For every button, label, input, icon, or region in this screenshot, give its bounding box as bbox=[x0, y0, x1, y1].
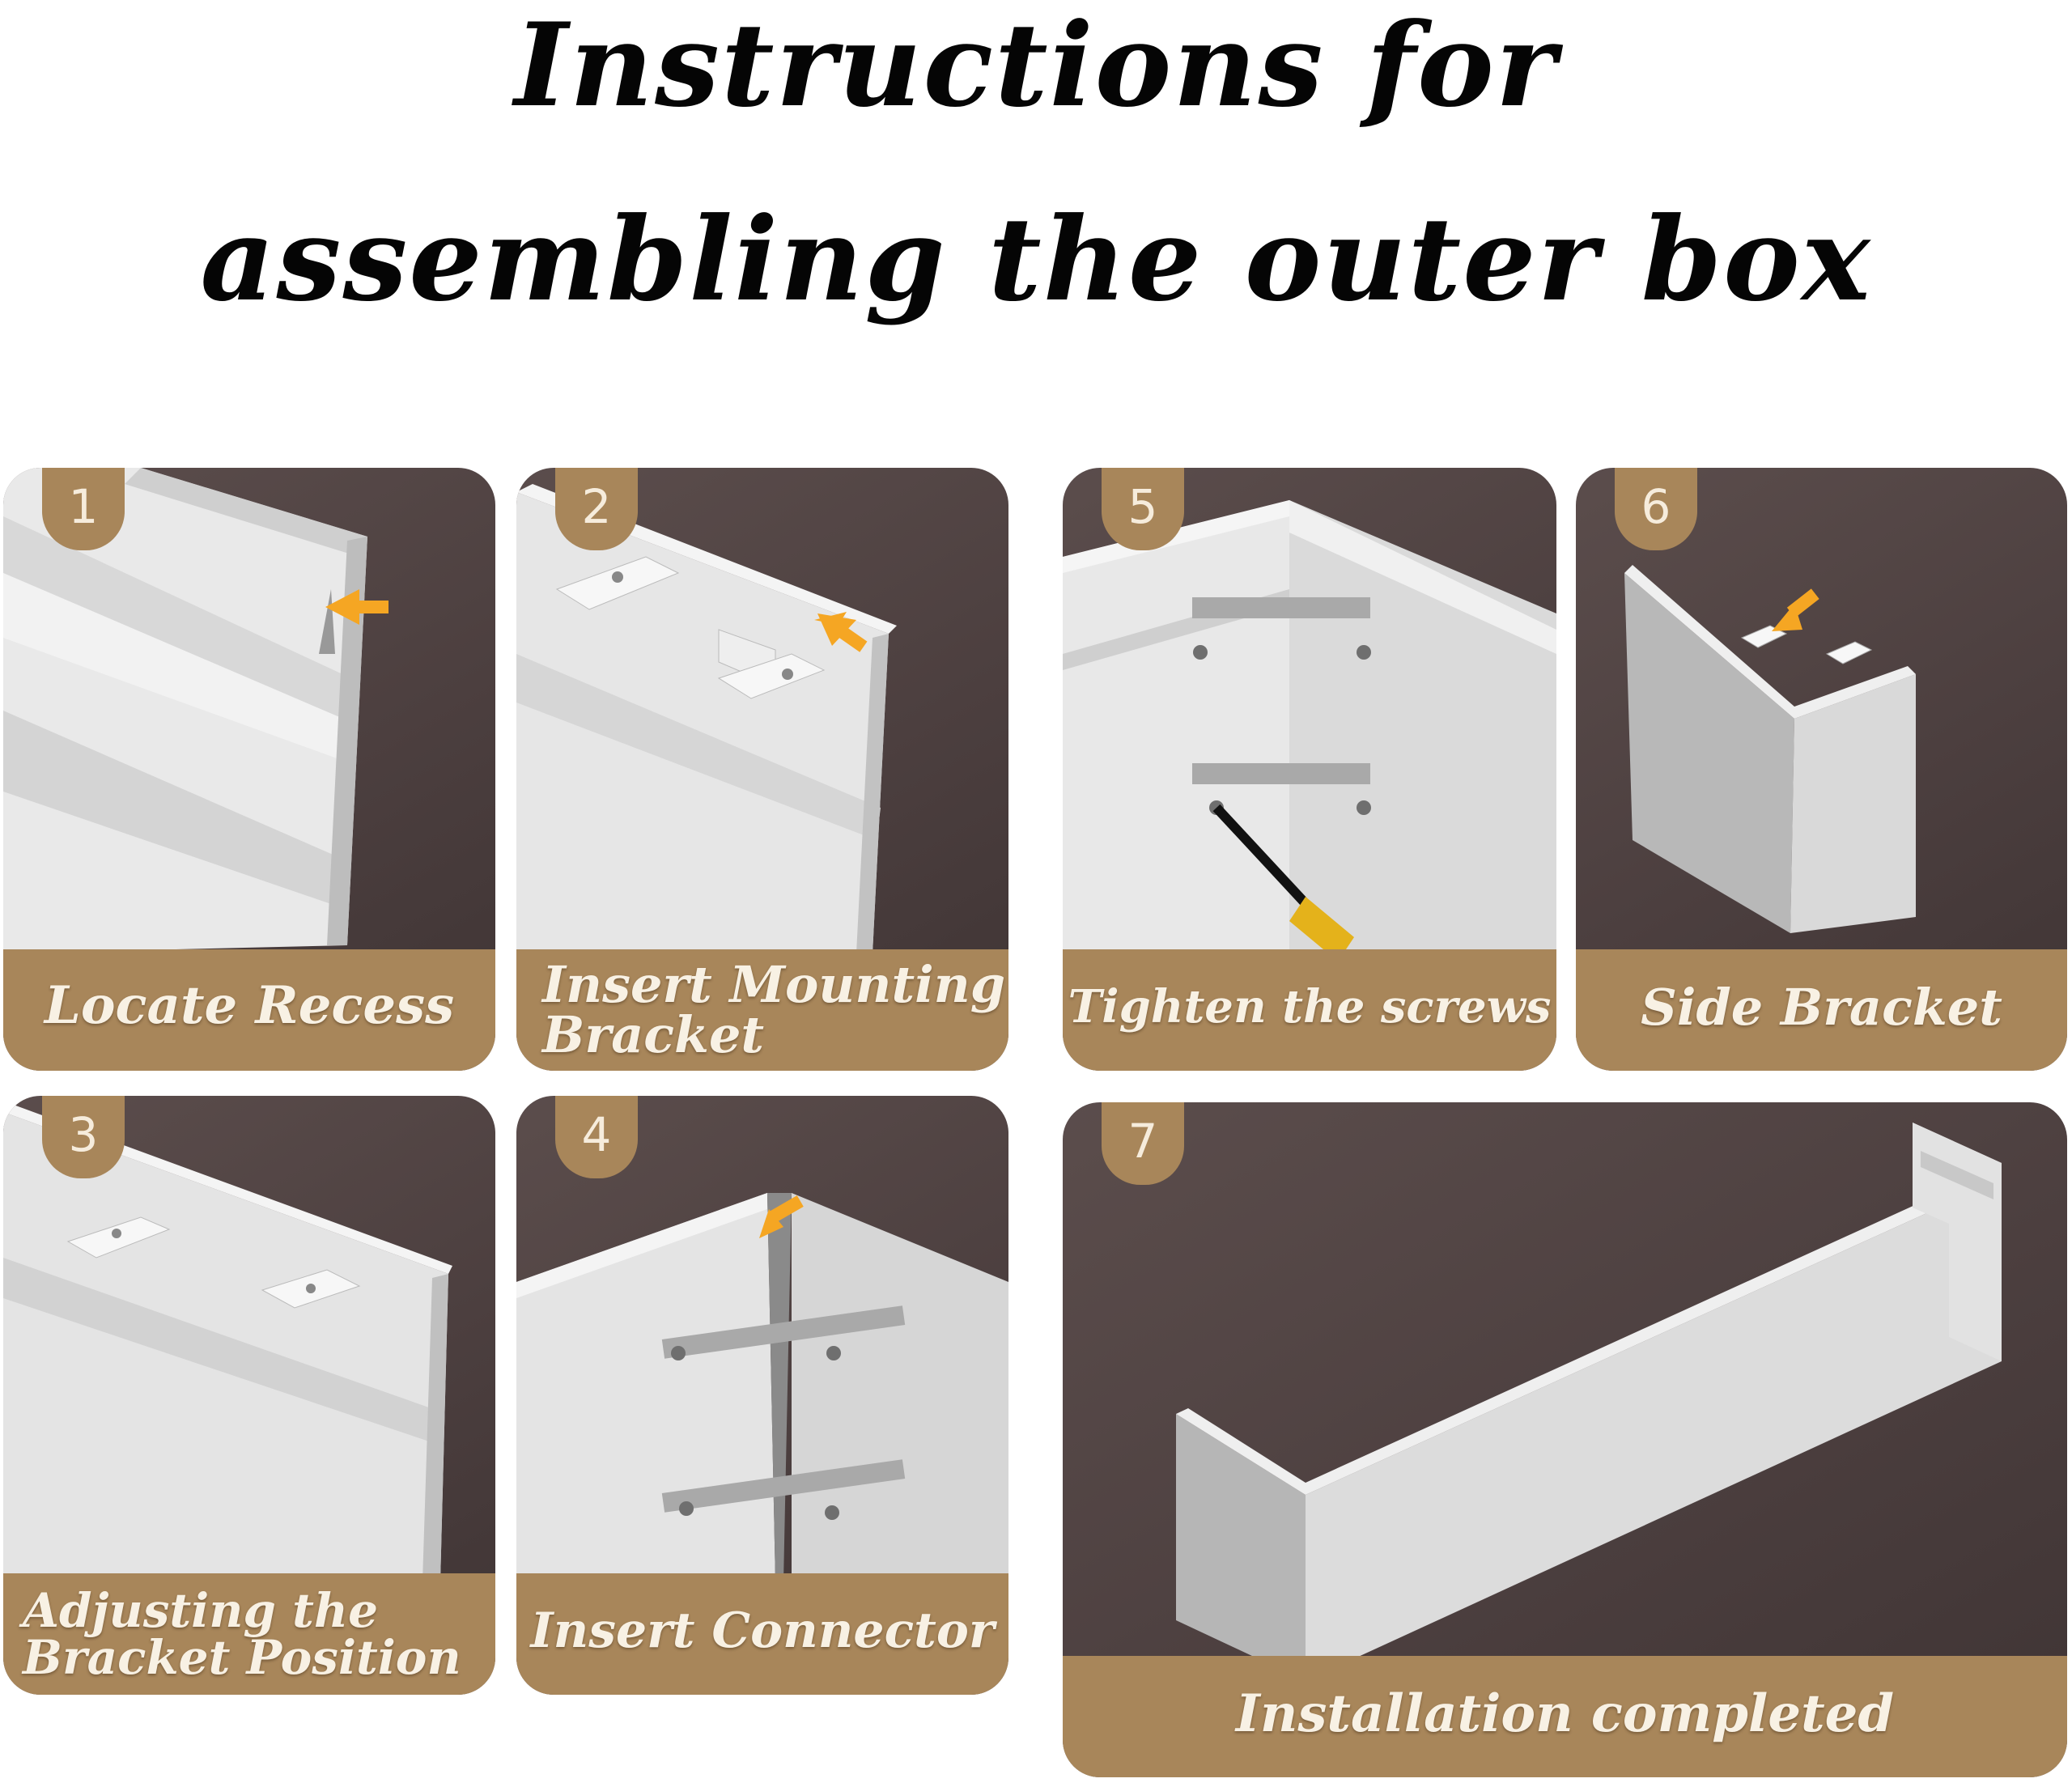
profile-rail-illustration bbox=[3, 468, 367, 953]
step-number-badge: 6 bbox=[1615, 468, 1697, 550]
step-number-badge: 7 bbox=[1102, 1102, 1184, 1185]
step-label-line-2: Bracket bbox=[542, 1005, 765, 1064]
page-title-line-1: Instructions for bbox=[514, 0, 1558, 133]
step-label: Tighten the screws bbox=[1068, 980, 1552, 1034]
step-label-line-1: Insert Mounting bbox=[542, 955, 1006, 1014]
step-caption: Tighten the screws bbox=[1063, 949, 1556, 1071]
side-bracket-illustration bbox=[1624, 565, 1916, 933]
step-caption: Adjusting the Bracket Position bbox=[3, 1573, 495, 1695]
completed-box-illustration bbox=[1176, 1123, 2002, 1681]
step-caption: Installation completed bbox=[1063, 1656, 2067, 1777]
step-panel-4: 4 Insert Connector bbox=[516, 1096, 1008, 1695]
step-label: Insert Connector bbox=[530, 1602, 995, 1659]
step-number-badge: 3 bbox=[42, 1096, 125, 1178]
step-caption: Insert Mounting Bracket bbox=[516, 949, 1008, 1071]
screwdriver-corner-illustration bbox=[1063, 500, 1556, 961]
step-panel-7: 7 Installation completed bbox=[1063, 1102, 2067, 1777]
step-panel-5: 5 Tighten the screws bbox=[1063, 468, 1556, 1071]
step-number-badge: 1 bbox=[42, 468, 125, 550]
connector-illustration bbox=[516, 1193, 1008, 1581]
step-caption: Side Bracket bbox=[1576, 949, 2067, 1071]
step-number-badge: 2 bbox=[555, 468, 638, 550]
arrow-icon bbox=[325, 589, 388, 625]
arrow-icon bbox=[759, 1195, 804, 1238]
step-panel-1: 1 Locate Recess bbox=[3, 468, 495, 1071]
step-number-badge: 5 bbox=[1102, 468, 1184, 550]
step-panel-2: 2 Insert Mounting Bracket bbox=[516, 468, 1008, 1071]
step-label-line-2: Bracket Position bbox=[23, 1630, 461, 1685]
step-label: Locate Recess bbox=[44, 975, 455, 1036]
step-caption: Locate Recess bbox=[3, 949, 495, 1071]
page-title-line-2: assembling the outer box bbox=[200, 193, 1872, 327]
step-label: Installation completed bbox=[1235, 1683, 1895, 1744]
arrow-icon bbox=[814, 612, 868, 652]
step-number-badge: 4 bbox=[555, 1096, 638, 1178]
step-caption: Insert Connector bbox=[516, 1573, 1008, 1695]
step-label: Side Bracket bbox=[1641, 978, 2002, 1037]
step-label-line-1: Adjusting the bbox=[23, 1583, 378, 1638]
step-panel-3: 3 Adjusting the Bracket Position bbox=[3, 1096, 495, 1695]
arrow-icon bbox=[1772, 588, 1819, 631]
step-panel-6: 6 Side Bracket bbox=[1576, 468, 2067, 1071]
